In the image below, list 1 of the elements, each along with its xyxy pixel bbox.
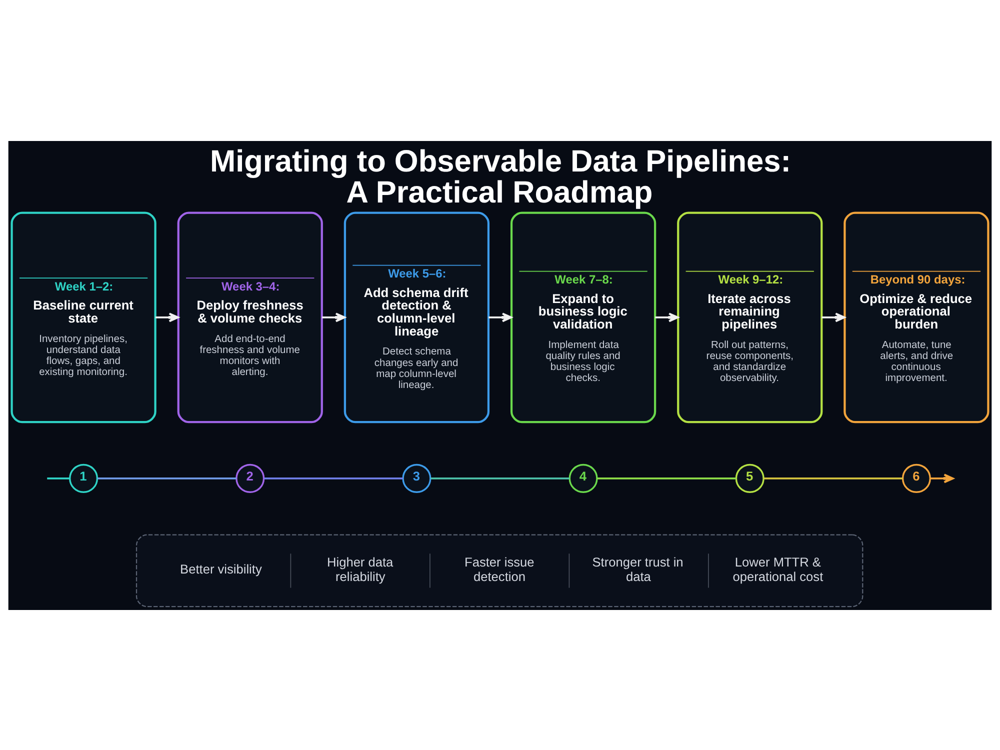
diagram-title: Migrating to Observable Data Pipelines: A Practical Roadmap [210,143,791,209]
